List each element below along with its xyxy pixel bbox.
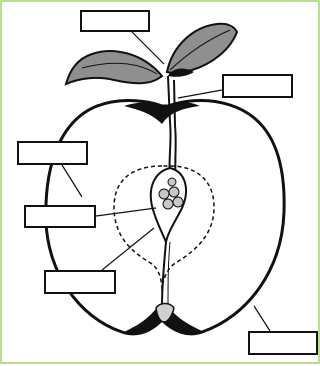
leader-line-flesh: [254, 306, 270, 331]
label-box-2[interactable]: [222, 74, 293, 98]
label-box-4[interactable]: [24, 205, 96, 228]
seed: [168, 178, 176, 186]
label-box-5[interactable]: [44, 270, 116, 294]
seed: [169, 187, 179, 197]
label-box-6[interactable]: [248, 331, 318, 355]
seed: [163, 199, 173, 209]
label-box-3[interactable]: [17, 141, 88, 165]
seed: [173, 197, 183, 207]
label-box-1[interactable]: [80, 10, 150, 32]
left-leaf: [66, 51, 162, 84]
leader-line-leaf: [178, 90, 222, 98]
seed: [159, 189, 169, 199]
